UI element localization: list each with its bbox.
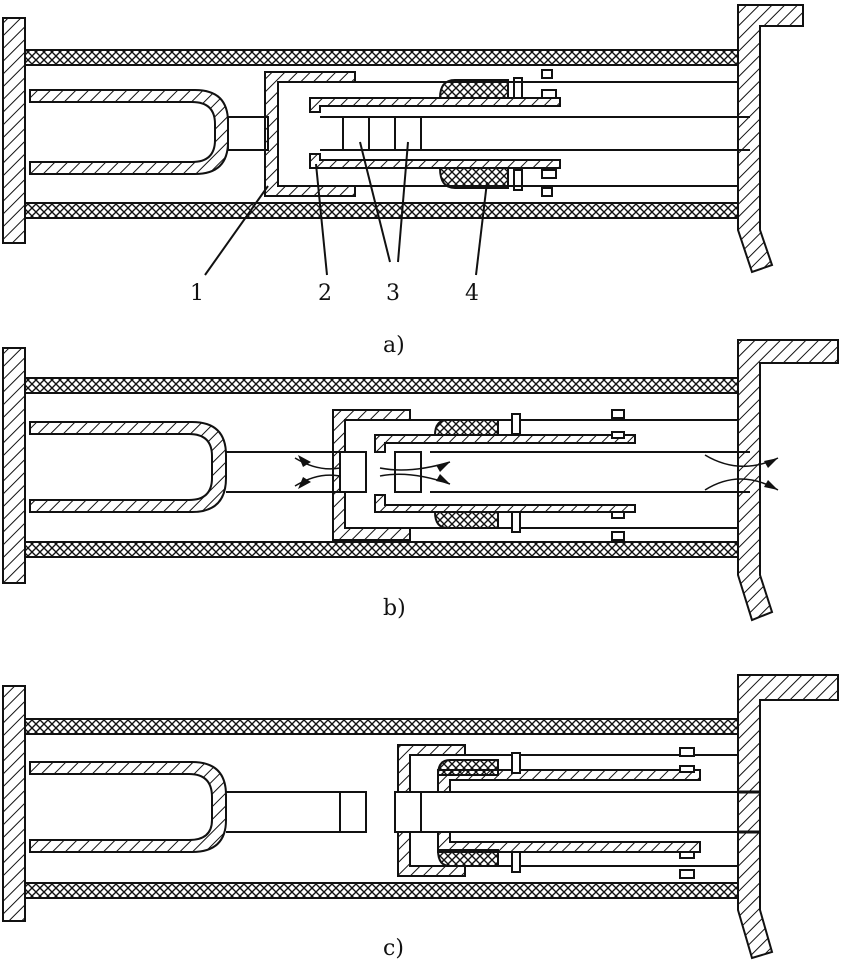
pin-bottom-2 bbox=[679, 851, 695, 859]
cup-1 bbox=[332, 409, 411, 541]
contact-3a bbox=[342, 116, 370, 151]
left-flange bbox=[2, 347, 26, 584]
part-label-3: 3 bbox=[386, 281, 400, 306]
contact-3a bbox=[339, 451, 367, 493]
top-shield bbox=[24, 49, 739, 66]
panel-c: c) bbox=[2, 674, 839, 961]
u-conductor bbox=[29, 89, 229, 175]
leader-2 bbox=[315, 163, 328, 276]
rod bbox=[227, 116, 269, 151]
cup-1 bbox=[264, 71, 356, 197]
leader-3a bbox=[359, 141, 391, 263]
pin-top-1 bbox=[511, 752, 521, 774]
top-shield bbox=[24, 377, 739, 394]
panel-b: b) bbox=[2, 339, 839, 622]
u-conductor bbox=[29, 761, 227, 853]
tube-2-bottom bbox=[374, 494, 636, 513]
ring-4-top bbox=[438, 79, 509, 99]
tube-2-top bbox=[374, 434, 636, 453]
right-bracket bbox=[737, 4, 804, 274]
part-label-4: 4 bbox=[465, 281, 479, 306]
pin-bottom-1 bbox=[513, 169, 523, 191]
pin-top-2 bbox=[611, 409, 625, 419]
caption-a: a) bbox=[383, 333, 405, 358]
pin-top-2 bbox=[679, 747, 695, 757]
contact-3b bbox=[394, 791, 422, 833]
pin-bottom-1 bbox=[511, 851, 521, 873]
bottom-shield bbox=[24, 882, 739, 899]
tube-2-top bbox=[309, 97, 561, 113]
left-flange bbox=[2, 685, 26, 922]
pin-bottom-3 bbox=[541, 187, 553, 197]
pin-bottom-1 bbox=[511, 511, 521, 533]
u-conductor bbox=[29, 421, 227, 513]
caption-b: b) bbox=[383, 596, 406, 621]
left-flange bbox=[2, 17, 26, 244]
caption-c: c) bbox=[383, 936, 404, 961]
leader-3b bbox=[397, 141, 409, 263]
cup-1 bbox=[397, 744, 466, 877]
pin-top-3 bbox=[611, 431, 625, 439]
panel-a: 1 2 3 4 a) bbox=[2, 4, 804, 358]
right-bracket bbox=[737, 674, 839, 960]
arc-arrows bbox=[294, 454, 779, 491]
tube-2-top bbox=[437, 769, 701, 793]
part-label-1: 1 bbox=[190, 281, 204, 306]
part-label-2: 2 bbox=[318, 281, 332, 306]
pin-top-2 bbox=[541, 69, 553, 79]
pin-bottom-2 bbox=[611, 511, 625, 519]
pin-bottom-3 bbox=[679, 869, 695, 879]
pin-top-3 bbox=[679, 765, 695, 773]
pin-top-3 bbox=[541, 89, 557, 99]
ring-4-top bbox=[433, 419, 499, 436]
pin-top-1 bbox=[513, 77, 523, 99]
tube-2-bottom bbox=[437, 831, 701, 853]
pin-bottom-2 bbox=[541, 169, 557, 179]
ring-4-bottom bbox=[433, 511, 499, 529]
leader-4 bbox=[475, 181, 488, 276]
bottom-shield bbox=[24, 202, 739, 219]
top-shield bbox=[24, 718, 739, 735]
bottom-shield bbox=[24, 541, 739, 558]
contact-3b bbox=[394, 451, 422, 493]
contact-3a bbox=[339, 791, 367, 833]
pin-bottom-3 bbox=[611, 531, 625, 541]
tube-2-bottom bbox=[309, 153, 561, 169]
right-bracket bbox=[737, 339, 839, 622]
pin-top-1 bbox=[511, 413, 521, 435]
leader-1 bbox=[204, 185, 269, 276]
